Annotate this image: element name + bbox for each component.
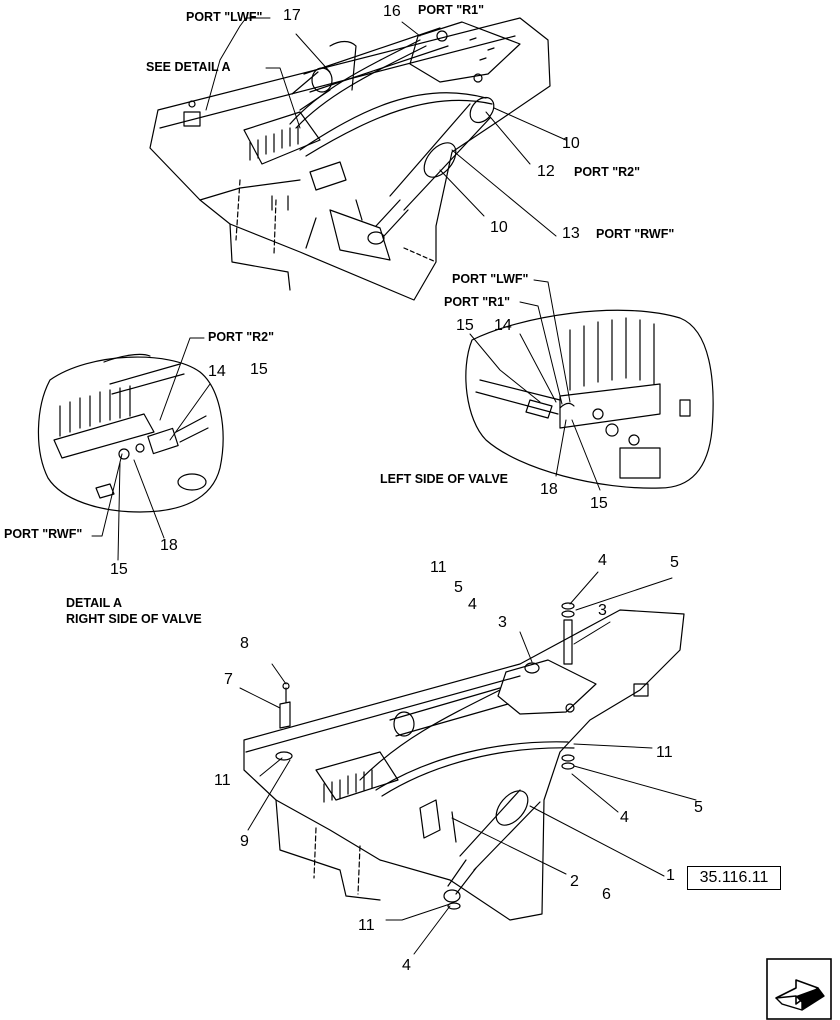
callout-5-right: 5: [694, 799, 703, 816]
callout-15-right-bottom: 15: [590, 495, 608, 512]
callout-15-right-top: 15: [456, 317, 474, 334]
callout-9: 9: [240, 833, 249, 850]
callout-10-upper: 10: [562, 135, 580, 152]
callout-15-left-top: 15: [250, 361, 268, 378]
callout-1: 1: [666, 867, 675, 884]
label-port-r1-top: PORT "R1": [418, 3, 485, 17]
bottom-assembly-drawing: [243, 602, 685, 921]
detail-a-right-side-drawing: [37, 353, 224, 513]
label-port-lwf-detail: PORT "LWF": [452, 272, 529, 286]
left-side-of-valve-drawing: [465, 309, 714, 489]
label-port-r2-detail: PORT "R2": [208, 330, 275, 344]
callout-5-top: 5: [454, 579, 463, 596]
callout-6: 6: [602, 886, 611, 903]
callout-7: 7: [224, 671, 233, 688]
callout-13: 13: [562, 225, 580, 242]
caption-detail-a: DETAIL A: [66, 596, 123, 610]
callout-11-right: 11: [656, 744, 673, 761]
reference-link-box[interactable]: 35.116.11: [687, 866, 781, 890]
caption-right-side-of-valve: RIGHT SIDE OF VALVE: [66, 612, 202, 626]
callout-18-left: 18: [160, 537, 178, 554]
callout-15-left-bottom: 15: [110, 561, 128, 578]
next-page-arrow-icon[interactable]: [766, 958, 832, 1020]
callout-4-bottom: 4: [402, 957, 411, 974]
label-port-r2-top: PORT "R2": [574, 165, 641, 179]
callout-16: 16: [383, 3, 401, 20]
callout-4-pin-top: 4: [598, 552, 607, 569]
callout-11-bottom: 11: [358, 917, 375, 934]
callout-11-left: 11: [214, 772, 231, 789]
callout-17: 17: [283, 7, 301, 24]
top-assembly-drawing: [149, 17, 551, 301]
leader-lines: [91, 17, 697, 955]
callout-8: 8: [240, 635, 249, 652]
callout-5-pin-top: 5: [670, 554, 679, 571]
callout-14-left: 14: [208, 363, 226, 380]
label-port-r1-detail: PORT "R1": [444, 295, 511, 309]
caption-left-side-of-valve: LEFT SIDE OF VALVE: [380, 472, 509, 486]
label-see-detail-a: SEE DETAIL A: [146, 60, 231, 74]
callout-12: 12: [537, 163, 555, 180]
callout-4-top: 4: [468, 596, 477, 613]
callout-11-top: 11: [430, 559, 447, 576]
label-port-lwf-top: PORT "LWF": [186, 10, 263, 24]
callout-4-right: 4: [620, 809, 629, 826]
callout-10-lower: 10: [490, 219, 508, 236]
callout-3-pin: 3: [598, 602, 607, 619]
label-port-rwf-top: PORT "RWF": [596, 227, 675, 241]
label-port-rwf-detail: PORT "RWF": [4, 527, 83, 541]
callout-18-right: 18: [540, 481, 558, 498]
callout-2: 2: [570, 873, 579, 890]
callout-3-plate: 3: [498, 614, 507, 631]
callout-14-right: 14: [494, 317, 512, 334]
